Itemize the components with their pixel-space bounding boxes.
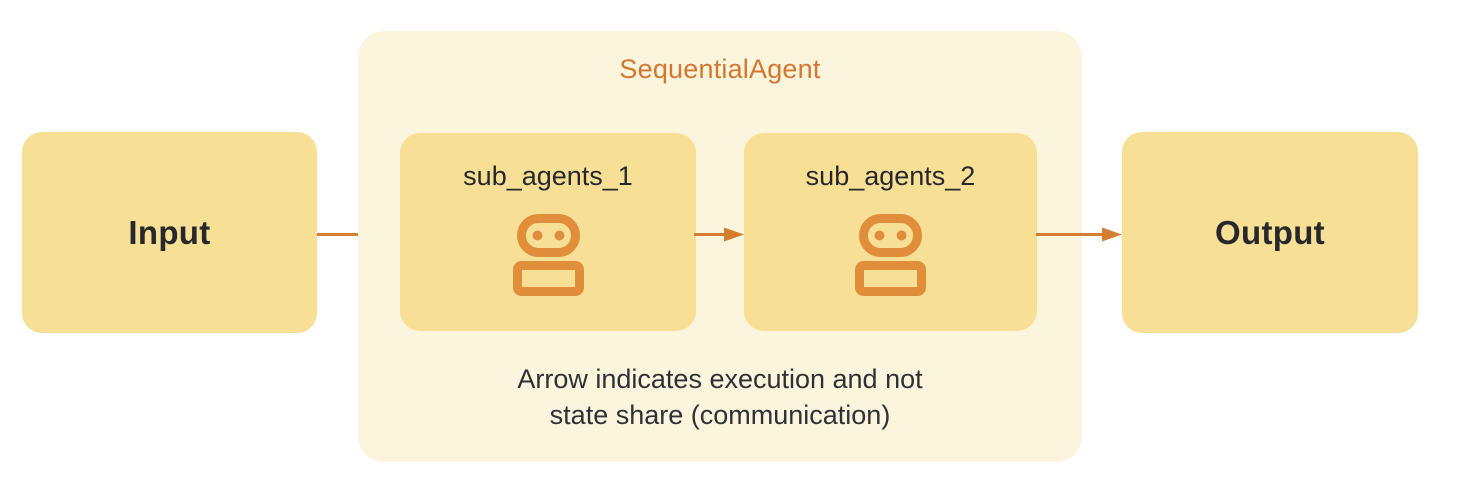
sub-agent-2-label: sub_agents_2 bbox=[805, 161, 976, 191]
sub-agent-node-1: sub_agents_1 bbox=[400, 133, 696, 331]
caption: Arrow indicates execution and not state … bbox=[358, 361, 1082, 433]
robot-icon bbox=[855, 214, 926, 296]
sub-agent-1-label: sub_agents_1 bbox=[463, 161, 633, 191]
output-label: Output bbox=[1215, 213, 1325, 251]
sequential-agent-group: SequentialAgent sub_agents_1 sub_agents_… bbox=[358, 31, 1082, 462]
group-title: SequentialAgent bbox=[619, 54, 821, 84]
output-node: Output bbox=[1122, 132, 1418, 333]
sub-agent-node-2: sub_agents_2 bbox=[744, 133, 1037, 331]
caption-line-1: Arrow indicates execution and not bbox=[517, 364, 923, 394]
input-label: Input bbox=[128, 213, 211, 251]
arrow-right-icon bbox=[1036, 227, 1122, 242]
arrow-right-icon bbox=[694, 227, 744, 242]
caption-line-2: state share (communication) bbox=[549, 400, 891, 430]
robot-icon bbox=[512, 214, 584, 296]
input-node: Input bbox=[22, 132, 317, 333]
